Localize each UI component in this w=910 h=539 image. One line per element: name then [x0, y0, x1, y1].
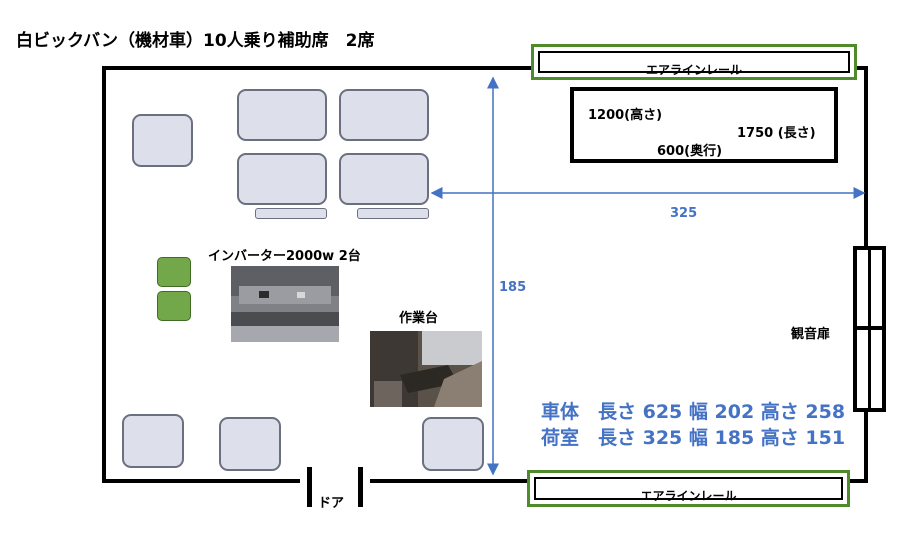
cargo-length-label: 1750 (長さ) — [737, 126, 816, 141]
seat-rear-3 — [422, 417, 484, 471]
seat-front-left — [237, 89, 327, 141]
cargo-height-label: 1200(高さ) — [588, 108, 663, 123]
inverter-photo — [231, 266, 339, 342]
seat-front-right — [339, 89, 429, 141]
seat-rear-1 — [122, 414, 184, 468]
page-title: 白ビックバン（機材車）10人乗り補助席 2席 — [16, 31, 375, 51]
bottom-airline-rail: エアラインレール — [527, 470, 850, 507]
height-dimension-label: 185 — [499, 280, 527, 295]
cargo-dimensions: 荷室 長さ 325 幅 185 高さ 151 — [541, 427, 846, 449]
inverter-unit-1 — [157, 257, 191, 287]
cargo-depth-label: 600(奥行) — [657, 144, 723, 159]
seat-rear-2 — [219, 417, 281, 471]
rear-barn-doors — [853, 246, 886, 412]
body-dimensions: 車体 長さ 625 幅 202 高さ 258 — [541, 401, 846, 423]
rear-door-split — [857, 326, 882, 330]
seat-footrest-right — [357, 208, 429, 219]
side-door-right-post — [358, 467, 363, 507]
seat-single-front — [132, 114, 193, 167]
workbench-photo — [370, 331, 482, 407]
workbench-label: 作業台 — [399, 311, 439, 326]
inverter-unit-2 — [157, 291, 191, 321]
height-arrow — [487, 76, 499, 476]
side-door-label: ドア — [318, 496, 345, 511]
seat-mid-right — [339, 153, 429, 205]
seat-mid-left — [237, 153, 327, 205]
seat-footrest-left — [255, 208, 327, 219]
top-airline-rail: エアラインレール — [531, 44, 857, 80]
width-dimension-label: 325 — [670, 206, 698, 221]
cargo-dimension-box: 1200(高さ) 1750 (長さ) 600(奥行) — [570, 87, 838, 163]
side-door-left-post — [307, 467, 312, 507]
width-arrow — [430, 187, 866, 199]
side-door-gap — [300, 478, 370, 490]
inverter-label: インバーター2000w 2台 — [208, 249, 361, 264]
top-rail-label: エアラインレール — [645, 62, 742, 77]
rear-door-label: 観音扉 — [791, 327, 831, 342]
bottom-rail-label: エアラインレール — [640, 489, 737, 503]
